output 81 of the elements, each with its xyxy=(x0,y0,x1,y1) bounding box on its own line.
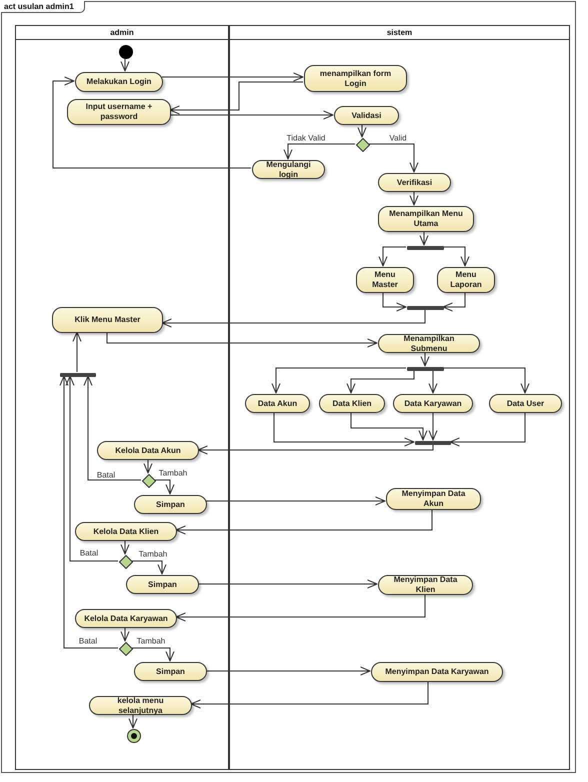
action-node: Input username + password xyxy=(67,99,171,125)
arrow xyxy=(450,412,526,446)
action-node: Menu Laporan xyxy=(437,267,495,293)
action-node: Menyimpan Data Akun xyxy=(386,488,481,510)
arrow xyxy=(60,376,118,648)
arrow xyxy=(176,508,432,534)
arrow xyxy=(132,648,174,662)
action-node: Simpan xyxy=(134,495,207,514)
arrow xyxy=(170,82,304,114)
arrow xyxy=(144,458,152,474)
arrow xyxy=(274,412,414,446)
action-node: Mengulangi login xyxy=(252,160,325,179)
arrow xyxy=(442,246,470,266)
edge-label: Tambah xyxy=(138,550,168,558)
action-node: Data Akun xyxy=(245,394,310,413)
arrow xyxy=(170,110,334,120)
arrow xyxy=(132,560,166,574)
arrow xyxy=(84,376,142,480)
edge-label: Batal xyxy=(78,548,100,558)
arrow xyxy=(410,190,418,206)
arrow xyxy=(106,332,378,348)
edge-label: Batal xyxy=(96,470,116,480)
action-node: Verifikasi xyxy=(378,173,451,192)
action-node: Melakukan Login xyxy=(75,72,163,92)
arrow xyxy=(120,58,130,72)
arrow xyxy=(284,144,356,160)
arrow xyxy=(176,594,426,622)
arrow xyxy=(382,292,406,312)
action-node: Data User xyxy=(489,394,562,413)
arrow xyxy=(190,680,428,708)
arrow xyxy=(198,580,378,588)
arrow xyxy=(378,246,406,266)
edge-label: Valid xyxy=(388,134,408,142)
arrow xyxy=(198,444,434,454)
arrow xyxy=(162,308,426,328)
action-node: Data Karyawan xyxy=(393,394,473,413)
action-node: Kelola Data Akun xyxy=(97,441,199,460)
arrow xyxy=(442,368,530,394)
action-node: Menyimpan Data Karyawan xyxy=(371,662,503,682)
arrow xyxy=(206,666,370,676)
arrow xyxy=(120,540,130,554)
edge-label: Tidak Valid xyxy=(286,134,326,142)
swimlane xyxy=(229,25,570,770)
lane-header: admin xyxy=(16,26,228,40)
action-node: Simpan xyxy=(126,575,199,594)
arrow xyxy=(368,144,418,172)
action-node: Kelola Data Klien xyxy=(75,522,177,541)
action-node: Menampilkan Menu Utama xyxy=(378,206,474,232)
arrow xyxy=(420,230,428,246)
arrow xyxy=(428,412,438,440)
arrow xyxy=(420,352,430,366)
diagram-title: act usulan admin1 xyxy=(1,1,85,13)
arrow xyxy=(128,714,138,728)
arrow xyxy=(358,124,366,138)
arrow xyxy=(442,292,466,312)
arrow xyxy=(120,626,130,642)
action-node: Menu Master xyxy=(356,267,414,293)
action-node: Klik Menu Master xyxy=(52,307,163,333)
edge-label: Tambah xyxy=(158,468,188,478)
action-node: Validasi xyxy=(334,106,399,125)
action-node: Simpan xyxy=(134,662,207,681)
arrow xyxy=(346,370,414,394)
action-node: Menyimpan Data Klien xyxy=(378,575,473,595)
arrow xyxy=(350,412,428,440)
arrow xyxy=(428,370,438,394)
lane-header: sistem xyxy=(230,26,569,40)
action-node: Data Klien xyxy=(319,394,385,413)
arrow xyxy=(162,72,304,82)
arrow xyxy=(154,480,174,494)
arrow xyxy=(52,76,252,168)
edge-label: Tambah xyxy=(136,636,166,646)
action-node: Kelola Data Karyawan xyxy=(75,609,177,628)
action-node: menampilkan form Login xyxy=(304,65,407,92)
action-node: Menampilkan Submenu xyxy=(378,334,480,353)
action-node: kelola menu selanjutnya xyxy=(89,696,192,715)
arrow xyxy=(66,376,118,562)
arrow xyxy=(72,332,82,372)
swimlane xyxy=(15,25,229,770)
arrow xyxy=(272,368,406,394)
arrow xyxy=(206,496,386,506)
edge-label: Batal xyxy=(78,636,98,646)
